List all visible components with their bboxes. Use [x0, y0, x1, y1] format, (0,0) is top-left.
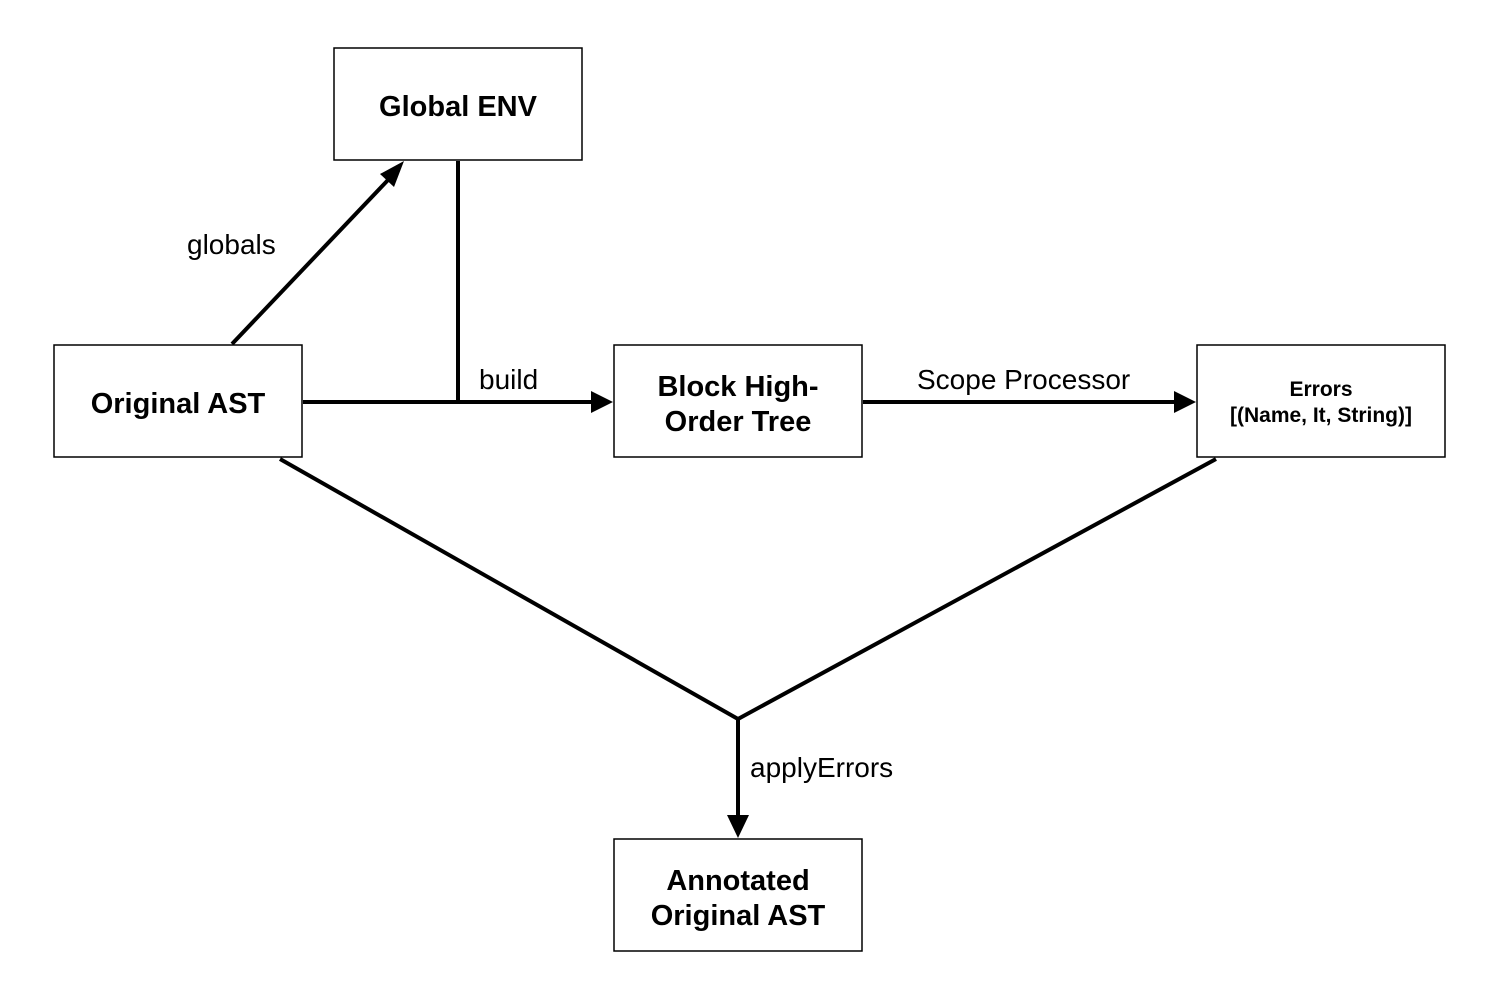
original-ast-label: Original AST: [91, 388, 266, 420]
build-label: build: [479, 364, 538, 395]
globals-edge: [230, 178, 390, 346]
errors-box: [1196, 344, 1446, 458]
annotated-ast-box: [613, 838, 863, 952]
annotated-ast-label-line-2: Original AST: [651, 900, 826, 932]
block-tree-label-line-2: Order Tree: [665, 406, 812, 438]
block-tree-box: [613, 344, 863, 458]
errors-label-line-1: Errors: [1289, 378, 1352, 401]
global-env-label: Global ENV: [379, 91, 538, 123]
globals-label: globals: [187, 229, 276, 260]
node-block-tree: Block High- Order Tree: [613, 344, 863, 458]
globals-arrowhead: [380, 161, 404, 187]
errors-to-merge-edge: [737, 457, 1217, 721]
node-annotated-ast: Annotated Original AST: [613, 838, 863, 952]
apply-errors-arrowhead: [727, 815, 749, 838]
node-global-env: Global ENV: [333, 47, 583, 161]
node-original-ast: Original AST: [53, 344, 303, 458]
edge-labels: globals build Scope Processor applyError…: [187, 229, 1130, 783]
original-ast-box: [53, 344, 303, 458]
apply-errors-label: applyErrors: [750, 752, 893, 783]
scope-processor-arrowhead: [1174, 391, 1196, 413]
errors-label-line-2: [(Name, It, String)]: [1230, 404, 1412, 427]
annotated-ast-label-line-1: Annotated: [666, 865, 809, 897]
edges: [230, 161, 1217, 838]
node-errors: Errors [(Name, It, String)]: [1196, 344, 1446, 458]
scope-processor-label: Scope Processor: [917, 364, 1130, 395]
build-arrowhead: [591, 391, 613, 413]
global-env-box: [333, 47, 583, 161]
ast-to-merge-edge: [279, 457, 739, 721]
block-tree-label-line-1: Block High-: [657, 371, 818, 403]
